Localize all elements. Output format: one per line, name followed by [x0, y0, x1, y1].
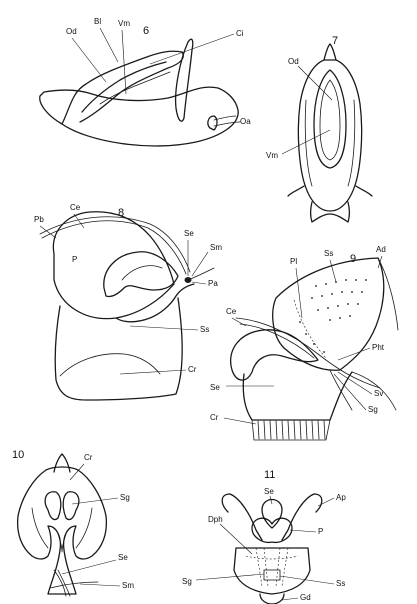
figure-6-leader-vm — [122, 30, 126, 94]
figure-11-leader-sg — [196, 574, 264, 580]
figure-10-tip — [54, 454, 70, 472]
figure-11-leader-ap — [318, 498, 334, 506]
figure-9-lower-body — [243, 372, 352, 420]
figure-11-label-ss: Ss — [336, 579, 345, 588]
figure-8: 8 Pb Ce P Se Sm Pa Ss Cr — [34, 203, 222, 400]
figure-11-label-sg: Sg — [182, 577, 192, 586]
figure-6-label-bl: Bl — [94, 17, 101, 26]
figure-9-label-se: Se — [210, 383, 220, 392]
figure-9-striations — [258, 421, 325, 439]
figure-11-arms — [222, 494, 322, 540]
figure-8-label-p: P — [72, 255, 77, 264]
figure-9-label-ad: Ad — [376, 245, 386, 254]
figure-11-number: 11 — [264, 469, 275, 481]
figure-7-leader-od — [298, 66, 332, 100]
figure-7-edge-right — [348, 100, 355, 186]
figure-6-leader-bl — [100, 28, 118, 62]
figure-8-hook-inner — [122, 266, 162, 280]
figure-11-lobes — [252, 518, 292, 542]
figure-7-label-vm: Vm — [266, 151, 278, 160]
figure-7-inner-oval — [314, 70, 346, 168]
figure-6-leader-od — [72, 38, 106, 82]
figure-10-label-se: Se — [118, 553, 128, 562]
figure-9-dots — [299, 279, 367, 353]
figure-8-leader-ss — [130, 326, 198, 330]
figure-11-shield — [234, 548, 310, 594]
figure-9-hook — [231, 330, 318, 380]
figure-9: 9 Pl Ss Ad — [210, 245, 398, 440]
figure-11-label-gd: Gd — [300, 593, 311, 602]
figure-10: 10 Cr Sg Se Sm — [12, 449, 134, 596]
figure-6-label-oa: Oa — [240, 117, 251, 126]
figure-10-outer-outline — [18, 467, 107, 594]
figure-8-hook — [104, 252, 178, 297]
figure-9-inner-arc — [294, 300, 326, 358]
figure-8-label-pa: Pa — [208, 279, 218, 288]
figure-9-label-sv: Sv — [374, 389, 383, 398]
figure-11-stub — [260, 594, 284, 604]
figure-7-number: 7 — [332, 35, 338, 47]
figure-10-inner-detail — [32, 508, 92, 552]
figure-9-leader-ss — [330, 260, 336, 282]
figure-7: 7 Od Vm — [266, 35, 372, 222]
figure-9-number: 9 — [350, 253, 356, 265]
figure-11-label-dph: Dph — [208, 515, 223, 524]
figure-9-label-ss: Ss — [324, 249, 333, 258]
figure-6-body-outline — [40, 87, 238, 146]
figure-6-inner-blade — [82, 62, 166, 112]
figure-8-label-cr: Cr — [188, 365, 197, 374]
figure-10-number: 10 — [12, 449, 24, 461]
figure-8-label-se: Se — [184, 229, 194, 238]
figure-11-label-ap: Ap — [336, 493, 346, 502]
figure-10-label-sg: Sg — [120, 493, 130, 502]
figure-9-leader-sg — [334, 374, 366, 410]
figure-11-label-se: Se — [264, 487, 274, 496]
figure-6-leader-ci — [150, 34, 234, 64]
figure-9-label-pht: Pht — [372, 343, 385, 352]
figure-6-label-vm: Vm — [118, 19, 130, 28]
figure-6-label-od: Od — [66, 27, 77, 36]
figure-8-label-sm: Sm — [210, 243, 222, 252]
figure-8-label-ce: Ce — [70, 203, 81, 212]
figure-9-label-ce: Ce — [226, 307, 237, 316]
figure-7-body-outline — [298, 60, 361, 211]
figure-10-inner-lobes — [45, 492, 79, 520]
figure-8-leader-cr — [120, 370, 186, 374]
figure-6-posterior-appendage — [208, 116, 217, 130]
figure-9-label-pl: Pl — [290, 257, 297, 266]
figure-8-label-ss: Ss — [200, 325, 209, 334]
figure-9-dotted-lobe — [273, 258, 384, 370]
figure-9-label-sg: Sg — [368, 405, 378, 414]
figure-7-bottom-lobes — [288, 186, 372, 222]
figure-6: 6 Bl Vm Od Ci Oa — [40, 17, 251, 146]
figure-10-leader-sm — [80, 584, 120, 586]
figure-11-leader-gd — [282, 598, 298, 600]
figure-8-head-outline — [53, 212, 174, 319]
figure-6-label-ci: Ci — [236, 29, 244, 38]
figure-9-label-cr: Cr — [210, 413, 219, 422]
figure-7-inner-oval-2 — [320, 80, 340, 160]
figure-11: 11 Se Ap Dph P Sg Ss Gd — [182, 469, 346, 604]
figure-7-label-od: Od — [288, 57, 299, 66]
figure-10-leader-se — [62, 560, 116, 574]
figure-10-label-sm: Sm — [122, 581, 134, 590]
figure-9-right-lines — [330, 258, 398, 410]
figure-10-bottom-rods — [50, 570, 98, 596]
figure-10-label-cr: Cr — [84, 453, 93, 462]
figure-10-leader-cr — [70, 464, 84, 480]
figure-11-label-p: P — [318, 527, 323, 536]
figure-8-leader-ce — [74, 214, 84, 228]
figure-11-square — [264, 570, 280, 580]
figure-7-edge-left — [305, 100, 312, 186]
figure-11-leader-p — [290, 530, 316, 532]
figure-6-number: 6 — [143, 25, 149, 37]
figure-9-leader-pl — [296, 268, 302, 318]
figure-8-label-pb: Pb — [34, 215, 44, 224]
figure-8-lower-body — [55, 298, 182, 400]
